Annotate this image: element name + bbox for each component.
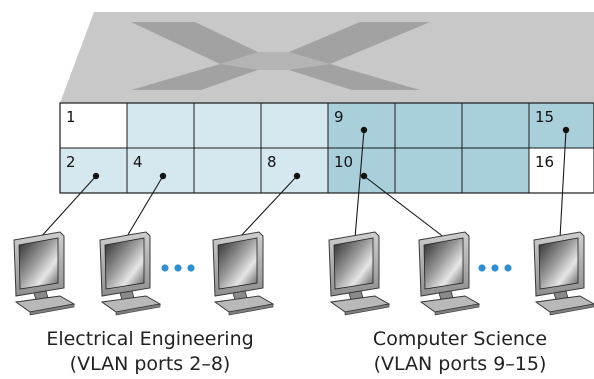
port-label: 4	[133, 153, 143, 171]
port-grid: 1 2 4 8 9 10 15 16	[59, 102, 594, 194]
desktop-computer-icon	[212, 231, 275, 316]
cs-vlan-title: Computer Science	[372, 328, 548, 350]
port-7	[260, 102, 329, 149]
port-6	[193, 147, 262, 194]
ellipsis-dot	[187, 264, 195, 272]
port-label: 15	[535, 108, 554, 126]
cs-vlan-ports: (VLAN ports 9–15)	[373, 353, 547, 375]
desktop-computer-icon	[13, 231, 76, 316]
cable-port-9	[354, 129, 365, 239]
port-8: 8	[260, 147, 329, 194]
desktop-computer-icon	[328, 231, 391, 316]
switch-front-frame	[59, 102, 594, 194]
port-14	[461, 147, 530, 194]
port-3	[126, 102, 195, 149]
ellipsis-dot	[174, 264, 182, 272]
cables	[39, 126, 570, 239]
port-connection-dot	[92, 172, 100, 180]
port-2: 2	[59, 147, 128, 194]
cable-port-4	[125, 175, 164, 239]
ee-vlan-ports: (VLAN ports 2–8)	[69, 353, 231, 375]
port-11	[394, 102, 463, 149]
port-10: 10	[327, 147, 396, 194]
port-5	[193, 102, 262, 149]
switch-top	[60, 12, 594, 103]
ellipsis-dot	[504, 264, 512, 272]
ellipsis-dot	[491, 264, 499, 272]
desktop-computer-icon	[533, 231, 594, 316]
desktop-computer-icon	[99, 231, 162, 316]
port-4: 4	[126, 147, 195, 194]
port-12	[394, 147, 463, 194]
cable-port-8	[238, 175, 298, 239]
port-label: 9	[334, 108, 344, 126]
cs-vlan-label: Computer Science (VLAN ports 9–15)	[330, 327, 590, 377]
desktop-computer-icon	[418, 231, 481, 316]
ellipsis-dot	[161, 264, 169, 272]
port-connection-dot	[293, 172, 301, 180]
port-15: 15	[528, 102, 594, 149]
hosts	[13, 231, 594, 316]
cable-port-10	[363, 175, 446, 239]
ee-vlan-label: Electrical Engineering (VLAN ports 2–8)	[10, 327, 290, 377]
port-16: 16	[528, 147, 594, 194]
port-1: 1	[59, 102, 128, 149]
port-label: 1	[66, 108, 76, 126]
port-connection-dot	[562, 126, 570, 134]
port-label: 10	[334, 153, 353, 171]
port-13	[461, 102, 530, 149]
cable-port-15	[559, 129, 567, 239]
port-label: 2	[66, 153, 76, 171]
ee-vlan-title: Electrical Engineering	[46, 328, 254, 350]
port-9: 9	[327, 102, 396, 149]
port-connection-dot	[159, 172, 167, 180]
ellipsis-dots-icon	[161, 264, 512, 272]
port-label: 16	[535, 153, 554, 171]
port-label: 8	[267, 153, 277, 171]
cable-port-2	[39, 175, 97, 239]
port-connection-dot	[360, 126, 368, 134]
ellipsis-dot	[478, 264, 486, 272]
port-connection-dot	[360, 172, 368, 180]
